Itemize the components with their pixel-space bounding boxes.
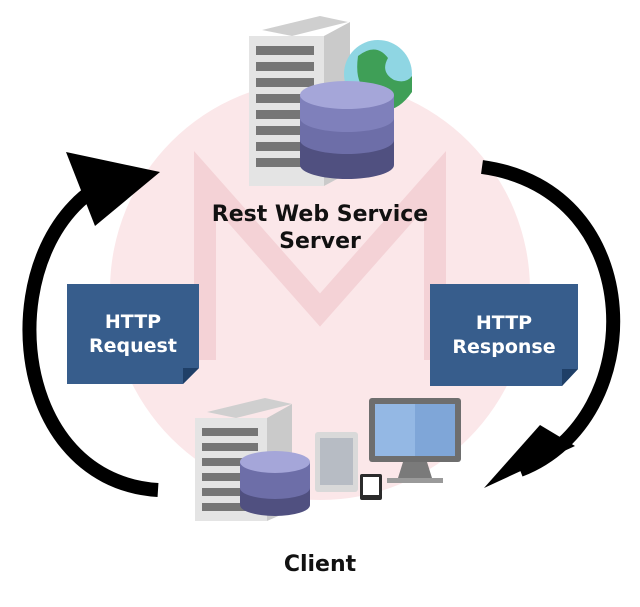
http-response-line2: Response	[452, 336, 556, 358]
client-database-icon	[240, 451, 310, 516]
http-request-line2: Request	[89, 335, 177, 357]
watermark-logo	[110, 80, 530, 500]
http-request-label: HTTP Request	[67, 284, 199, 384]
response-arrow	[481, 160, 621, 488]
server-title: Rest Web Service Server	[160, 201, 480, 255]
http-response-card	[430, 284, 578, 386]
server-title-line2: Server	[279, 229, 361, 254]
database-icon	[300, 81, 394, 179]
client-title: Client	[283, 552, 357, 577]
monitor-icon	[369, 398, 461, 483]
server-title-line1: Rest Web Service	[211, 202, 429, 227]
http-response-line1: HTTP	[475, 312, 533, 334]
phone-icon	[360, 474, 382, 500]
http-response-label: HTTP Response	[430, 284, 578, 386]
http-request-card	[67, 284, 199, 384]
request-arrow	[22, 152, 160, 497]
tablet-icon	[315, 432, 358, 492]
http-request-line1: HTTP	[104, 311, 162, 333]
